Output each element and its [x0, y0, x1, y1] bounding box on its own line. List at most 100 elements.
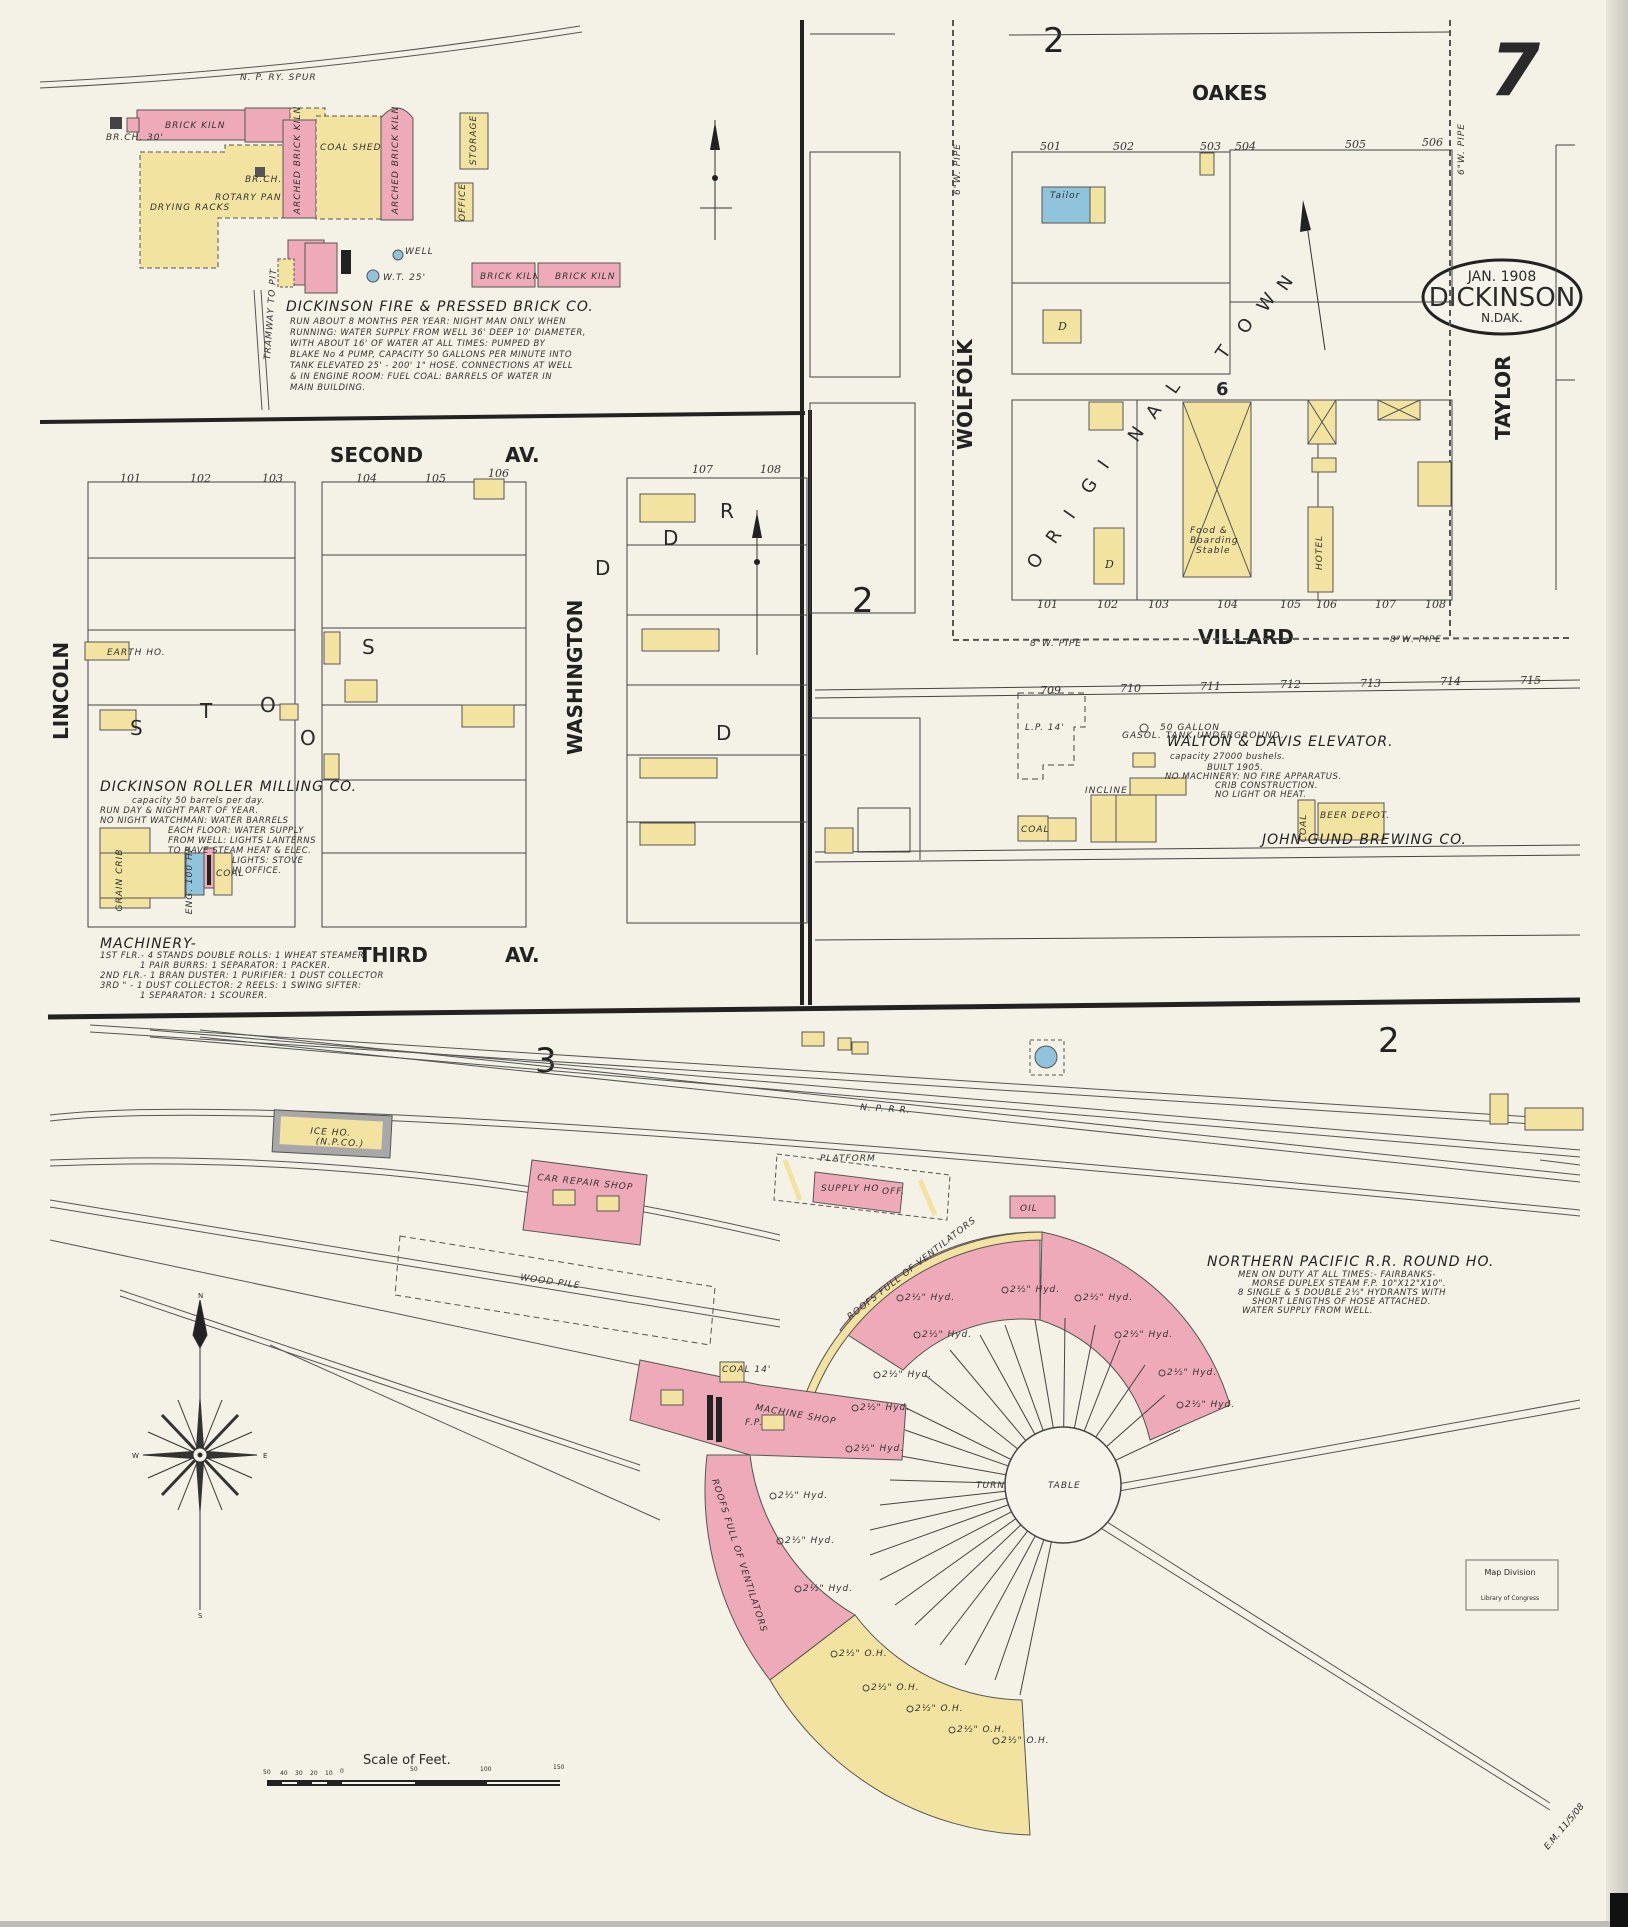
- svg-text:103: 103: [1148, 598, 1169, 611]
- svg-text:101: 101: [1037, 598, 1058, 611]
- svg-text:105: 105: [425, 472, 446, 485]
- svg-text:R: R: [1042, 526, 1066, 548]
- svg-text:RUNNING: WATER SUPPLY FROM WEL: RUNNING: WATER SUPPLY FROM WELL 36' DEEP…: [290, 328, 586, 338]
- svg-text:10: 10: [325, 1770, 333, 1777]
- svg-text:Library of Congress: Library of Congress: [1481, 1595, 1539, 1602]
- svg-text:506: 506: [1422, 136, 1443, 149]
- brick-company-notes: RUN ABOUT 8 MONTHS PER YEAR: NIGHT MAN O…: [290, 317, 586, 393]
- compass-rose: [142, 1299, 258, 1610]
- svg-text:capacity 50 barrels per day.: capacity 50 barrels per day.: [132, 796, 265, 806]
- svg-text:2½" Hyd.: 2½" Hyd.: [854, 1444, 904, 1454]
- svg-text:102: 102: [190, 472, 211, 485]
- brick-company-panel: N. P. RY. SPUR BRICK KILN BR.CH. 30' DRY…: [39, 25, 732, 411]
- title-city: DICKINSON: [1429, 283, 1575, 313]
- svg-text:2½" Hyd.: 2½" Hyd.: [1123, 1330, 1173, 1340]
- svg-text:AV.: AV.: [505, 443, 540, 467]
- svg-text:2½" O.H.: 2½" O.H.: [957, 1725, 1006, 1735]
- svg-text:2: 2: [1378, 1021, 1400, 1061]
- svg-text:AV.: AV.: [505, 943, 540, 967]
- svg-text:2½" Hyd.: 2½" Hyd.: [1010, 1285, 1060, 1295]
- svg-text:OIL: OIL: [1020, 1204, 1038, 1214]
- svg-text:O: O: [1023, 549, 1048, 573]
- svg-text:107: 107: [692, 463, 713, 476]
- svg-text:N: N: [1273, 272, 1298, 295]
- svg-text:Scale of Feet.: Scale of Feet.: [363, 1753, 451, 1768]
- milling-company: GRAIN CRIB ENG. 100 HP COAL DICKINSON RO…: [99, 779, 383, 1001]
- svg-text:108: 108: [1425, 598, 1446, 611]
- scan-corner: [1610, 1893, 1628, 1927]
- svg-text:N: N: [198, 1292, 203, 1300]
- svg-text:502: 502: [1113, 140, 1134, 153]
- title-cartouche: JAN. 1908 DICKINSON N.DAK.: [1421, 258, 1583, 336]
- svg-text:108: 108: [760, 463, 781, 476]
- rail-yard-panel: N. P. R R. ICE HO. (N.P.CO.) CAR REPAIR …: [49, 1024, 1587, 1852]
- np-rr-label: N. P. R R.: [860, 1103, 911, 1116]
- svg-text:CRIB CONSTRUCTION.: CRIB CONSTRUCTION.: [1215, 781, 1318, 791]
- roundhouse-name: NORTHERN PACIFIC R.R. ROUND HO.: [1207, 1254, 1494, 1270]
- svg-text:TO HAVE STEAM HEAT & ELEC.: TO HAVE STEAM HEAT & ELEC.: [168, 846, 311, 856]
- svg-text:30: 30: [295, 1770, 303, 1777]
- svg-text:COAL 14': COAL 14': [722, 1365, 771, 1375]
- svg-text:GASOL. TANK UNDERGROUND.: GASOL. TANK UNDERGROUND.: [1122, 731, 1285, 741]
- svg-text:Tailor: Tailor: [1050, 191, 1081, 201]
- svg-text:709: 709: [1040, 684, 1061, 697]
- svg-text:Food &: Food &: [1190, 526, 1228, 536]
- svg-text:50 GALLON: 50 GALLON: [1160, 723, 1220, 733]
- svg-text:50: 50: [263, 1769, 271, 1776]
- svg-text:MORSE DUPLEX STEAM F.P. 10"X12: MORSE DUPLEX STEAM F.P. 10"X12"X10".: [1252, 1279, 1446, 1289]
- roundhouse-notes: NORTHERN PACIFIC R.R. ROUND HO. MEN ON D…: [1207, 1254, 1494, 1316]
- second-av-panel: SECOND AV. THIRD AV. LINCOLN WASHINGTON …: [49, 443, 808, 1001]
- street-wolfolk: WOLFOLK: [953, 338, 977, 450]
- svg-text:Boarding: Boarding: [1190, 536, 1239, 546]
- svg-text:504: 504: [1235, 140, 1256, 153]
- svg-text:1 PAIR BURRS: 1 SEPARATOR: 1 P: 1 PAIR BURRS: 1 SEPARATOR: 1 PACKER.: [140, 961, 331, 971]
- street-oakes: OAKES: [1192, 81, 1268, 105]
- svg-text:BRICK KILN: BRICK KILN: [480, 272, 540, 282]
- svg-text:2½" Hyd.: 2½" Hyd.: [1083, 1293, 1133, 1303]
- drying-racks-label: DRYING RACKS: [150, 203, 230, 213]
- svg-text:714: 714: [1440, 675, 1461, 688]
- svg-text:TURN: TURN: [976, 1481, 1005, 1491]
- svg-text:2½" Hyd.: 2½" Hyd.: [922, 1330, 972, 1340]
- svg-text:O: O: [260, 693, 276, 717]
- svg-text:W.T. 25': W.T. 25': [383, 273, 426, 283]
- svg-text:2: 2: [1043, 21, 1065, 61]
- svg-text:ENG. 100 HP: ENG. 100 HP: [185, 846, 195, 914]
- svg-text:BLAKE No 4 PUMP, CAPACITY 50 G: BLAKE No 4 PUMP, CAPACITY 50 GALLONS PER…: [290, 350, 572, 360]
- sheet-number: 7: [1490, 28, 1540, 112]
- svg-text:RUN ABOUT 8 MONTHS PER YEAR: N: RUN ABOUT 8 MONTHS PER YEAR: NIGHT MAN O…: [290, 317, 566, 327]
- svg-text:8"W. PIPE: 8"W. PIPE: [1390, 635, 1442, 645]
- brick-kiln-label: BRICK KILN: [165, 121, 225, 131]
- original-town-panel: OAKES WOLFOLK TAYLOR VILLARD 2 2 2 3 6 5…: [535, 20, 1581, 1081]
- svg-text:713: 713: [1360, 677, 1381, 690]
- svg-text:2½" Hyd.: 2½" Hyd.: [882, 1370, 932, 1380]
- brewing-company-name: JOHN GUND BREWING CO.: [1259, 832, 1467, 848]
- svg-text:TABLE: TABLE: [1048, 1481, 1081, 1491]
- svg-text:GRAIN CRIB: GRAIN CRIB: [115, 849, 125, 912]
- svg-text:2½" O.H.: 2½" O.H.: [915, 1704, 964, 1714]
- svg-text:capacity 27000 bushels.: capacity 27000 bushels.: [1170, 752, 1285, 762]
- title-date: JAN. 1908: [1467, 269, 1536, 285]
- svg-text:6: 6: [1216, 379, 1229, 400]
- svg-text:COAL: COAL: [216, 869, 245, 879]
- svg-text:0: 0: [340, 1768, 344, 1775]
- street-second-av: SECOND: [330, 443, 423, 467]
- street-villard: VILLARD: [1198, 625, 1294, 649]
- svg-text:I: I: [1060, 506, 1080, 522]
- svg-text:1ST FLR.- 4 STANDS DOUBLE ROLL: 1ST FLR.- 4 STANDS DOUBLE ROLLS: 1 WHEAT…: [100, 951, 368, 961]
- svg-text:BR.CH.30': BR.CH.30': [245, 175, 299, 185]
- svg-text:BEER DEPOT.: BEER DEPOT.: [1320, 811, 1390, 821]
- svg-text:FROM WELL: LIGHTS LANTERNS: FROM WELL: LIGHTS LANTERNS: [168, 836, 316, 846]
- svg-text:L.P. 14': L.P. 14': [1025, 723, 1065, 733]
- svg-text:OFF.: OFF.: [882, 1187, 905, 1197]
- svg-text:6"W. PIPE: 6"W. PIPE: [1457, 123, 1467, 175]
- svg-text:NO NIGHT WATCHMAN: WATER BARRE: NO NIGHT WATCHMAN: WATER BARRELS: [100, 816, 289, 826]
- svg-text:2½" Hyd.: 2½" Hyd.: [1167, 1368, 1217, 1378]
- svg-text:WATER SUPPLY FROM WELL.: WATER SUPPLY FROM WELL.: [1242, 1306, 1373, 1316]
- svg-text:2½" O.H.: 2½" O.H.: [1001, 1736, 1050, 1746]
- svg-text:102: 102: [1097, 598, 1118, 611]
- svg-text:2½" Hyd.: 2½" Hyd.: [1185, 1400, 1235, 1410]
- svg-text:40: 40: [280, 1770, 288, 1777]
- svg-text:101: 101: [120, 472, 141, 485]
